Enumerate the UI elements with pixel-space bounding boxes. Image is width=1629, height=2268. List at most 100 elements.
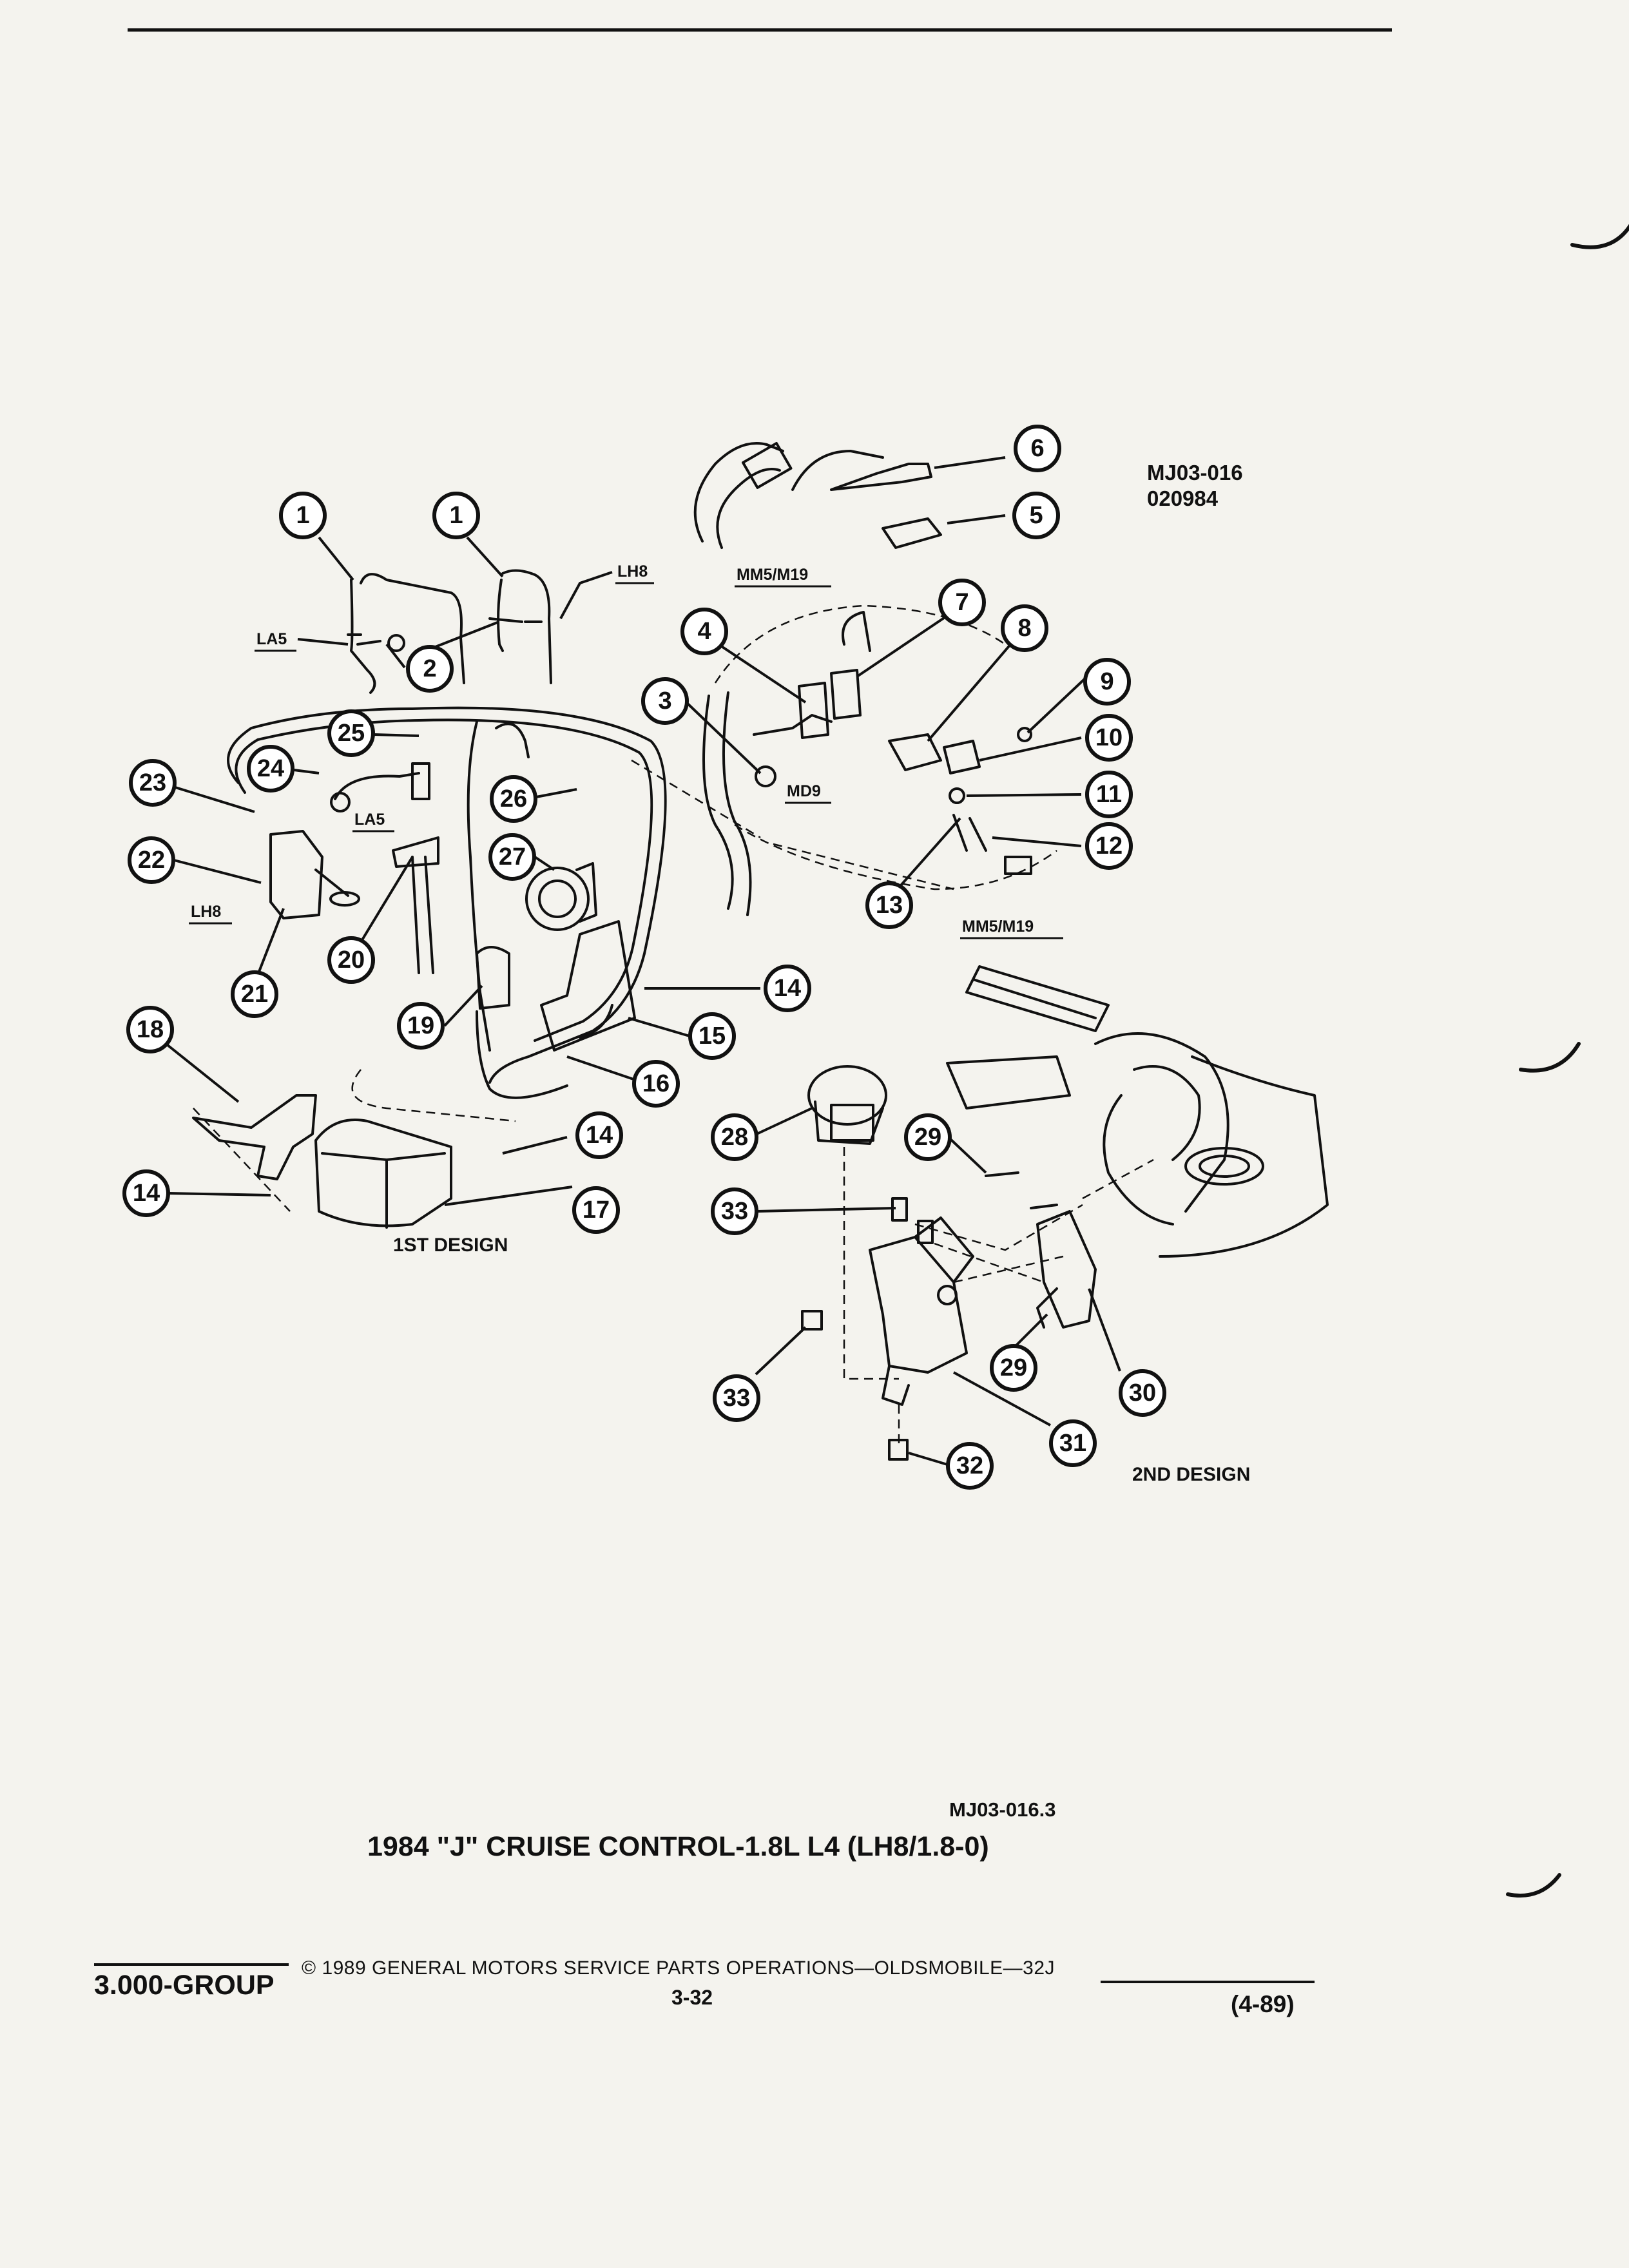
svg-text:14: 14 [133,1180,160,1207]
leader-lines [166,456,1121,1466]
svg-text:33: 33 [721,1198,748,1225]
svg-text:18: 18 [137,1016,164,1043]
svg-text:1: 1 [449,502,463,529]
callout: 14 [575,1111,623,1159]
brake-switch-drawing [693,441,1057,916]
svg-text:19: 19 [407,1012,434,1039]
svg-text:5: 5 [1029,502,1043,529]
top-rule [128,28,1392,32]
svg-text:21: 21 [241,981,268,1008]
svg-text:4: 4 [697,618,711,645]
svg-text:14: 14 [774,975,801,1002]
callout: 4 [680,608,728,655]
vacuum-harness-drawing [192,569,954,1229]
callout: 3 [641,677,689,725]
group-number: 3.000-GROUP [94,1970,275,2001]
callout: 29 [904,1113,952,1161]
svg-text:32: 32 [956,1452,983,1479]
variant-tag-lh8-a: LH8 [617,562,648,581]
svg-text:8: 8 [1017,615,1031,642]
svg-text:25: 25 [338,720,365,747]
callout: 12 [1085,822,1133,870]
svg-text:27: 27 [499,843,526,870]
callout: 18 [126,1006,174,1053]
svg-text:1: 1 [296,502,309,529]
svg-text:2: 2 [423,655,436,682]
callouts: 1 1 2 3 4 5 6 7 8 9 10 11 12 13 14 14 14… [122,425,1166,1490]
callout: 14 [764,965,811,1012]
second-design-drawing [801,965,1329,1461]
callout: 22 [128,836,175,884]
callout: 23 [129,759,177,807]
svg-text:11: 11 [1096,781,1122,808]
svg-text:29: 29 [1000,1354,1027,1381]
svg-text:7: 7 [955,589,969,616]
svg-text:17: 17 [583,1196,610,1224]
callout: 24 [247,745,294,793]
callout: 13 [865,881,913,929]
svg-text:26: 26 [500,785,527,812]
figure-reference: MJ03-016 [1147,461,1243,485]
svg-text:29: 29 [914,1124,941,1151]
callout: 1 [279,492,327,539]
svg-text:15: 15 [699,1023,726,1050]
svg-text:33: 33 [723,1385,750,1412]
callout: 29 [990,1344,1037,1392]
svg-text:24: 24 [257,755,284,782]
callout: 25 [327,709,375,757]
callout: 11 [1085,771,1133,818]
svg-text:9: 9 [1100,668,1113,695]
page-number: 3-32 [671,1986,713,2009]
variant-tag-md9: MD9 [787,782,821,800]
callout: 19 [397,1002,445,1050]
callout: 9 [1083,658,1131,706]
copyright-line: © 1989 GENERAL MOTORS SERVICE PARTS OPER… [302,1957,1055,1979]
callout: 27 [488,833,536,881]
callout: 1 [432,492,480,539]
revision-date: (4-89) [1231,1991,1295,2017]
svg-text:16: 16 [642,1070,670,1097]
page-title: 1984 "J" CRUISE CONTROL-1.8L L4 (LH8/1.8… [367,1831,989,1862]
callout: 32 [946,1442,994,1490]
callout: 15 [688,1012,736,1060]
callout: 5 [1012,492,1060,539]
variant-tag-la5-b: LA5 [354,811,385,829]
svg-text:10: 10 [1095,724,1123,751]
svg-text:22: 22 [138,847,165,874]
callout: 8 [1001,604,1048,652]
callout: 7 [938,579,986,626]
svg-text:13: 13 [876,892,903,919]
first-design-label: 1ST DESIGN [393,1235,508,1256]
callout: 26 [490,775,537,823]
variant-tag-mm5-top: MM5/M19 [737,566,808,584]
callout: 16 [632,1060,680,1108]
svg-text:12: 12 [1095,832,1123,860]
svg-text:30: 30 [1129,1379,1156,1407]
svg-text:14: 14 [586,1122,613,1149]
variant-tag-la5-a: LA5 [256,630,287,648]
svg-text:20: 20 [338,947,365,974]
footer-rule-right [1101,1981,1315,1983]
svg-text:6: 6 [1030,435,1044,462]
svg-text:23: 23 [139,769,166,796]
callout: 10 [1085,714,1133,762]
second-design-label: 2ND DESIGN [1132,1464,1251,1485]
svg-text:31: 31 [1059,1430,1086,1457]
callout: 30 [1119,1369,1166,1417]
callout: 20 [327,936,375,984]
callout: 33 [713,1374,760,1422]
callout: 28 [711,1113,758,1161]
footer-rule-left [94,1963,289,1966]
callout: 2 [406,645,454,693]
footer-figure-reference: MJ03-016.3 [949,1798,1056,1821]
figure-date: 020984 [1147,486,1219,510]
variant-tags: LH8 LA5 MM5/M19 MD9 LA5 LH8 MM5/M19 [189,562,1063,939]
callout: 33 [711,1187,758,1235]
callout: 31 [1049,1419,1097,1467]
svg-text:3: 3 [658,687,671,715]
callout: 17 [572,1186,620,1234]
callout: 21 [231,970,278,1018]
svg-text:28: 28 [721,1124,748,1151]
